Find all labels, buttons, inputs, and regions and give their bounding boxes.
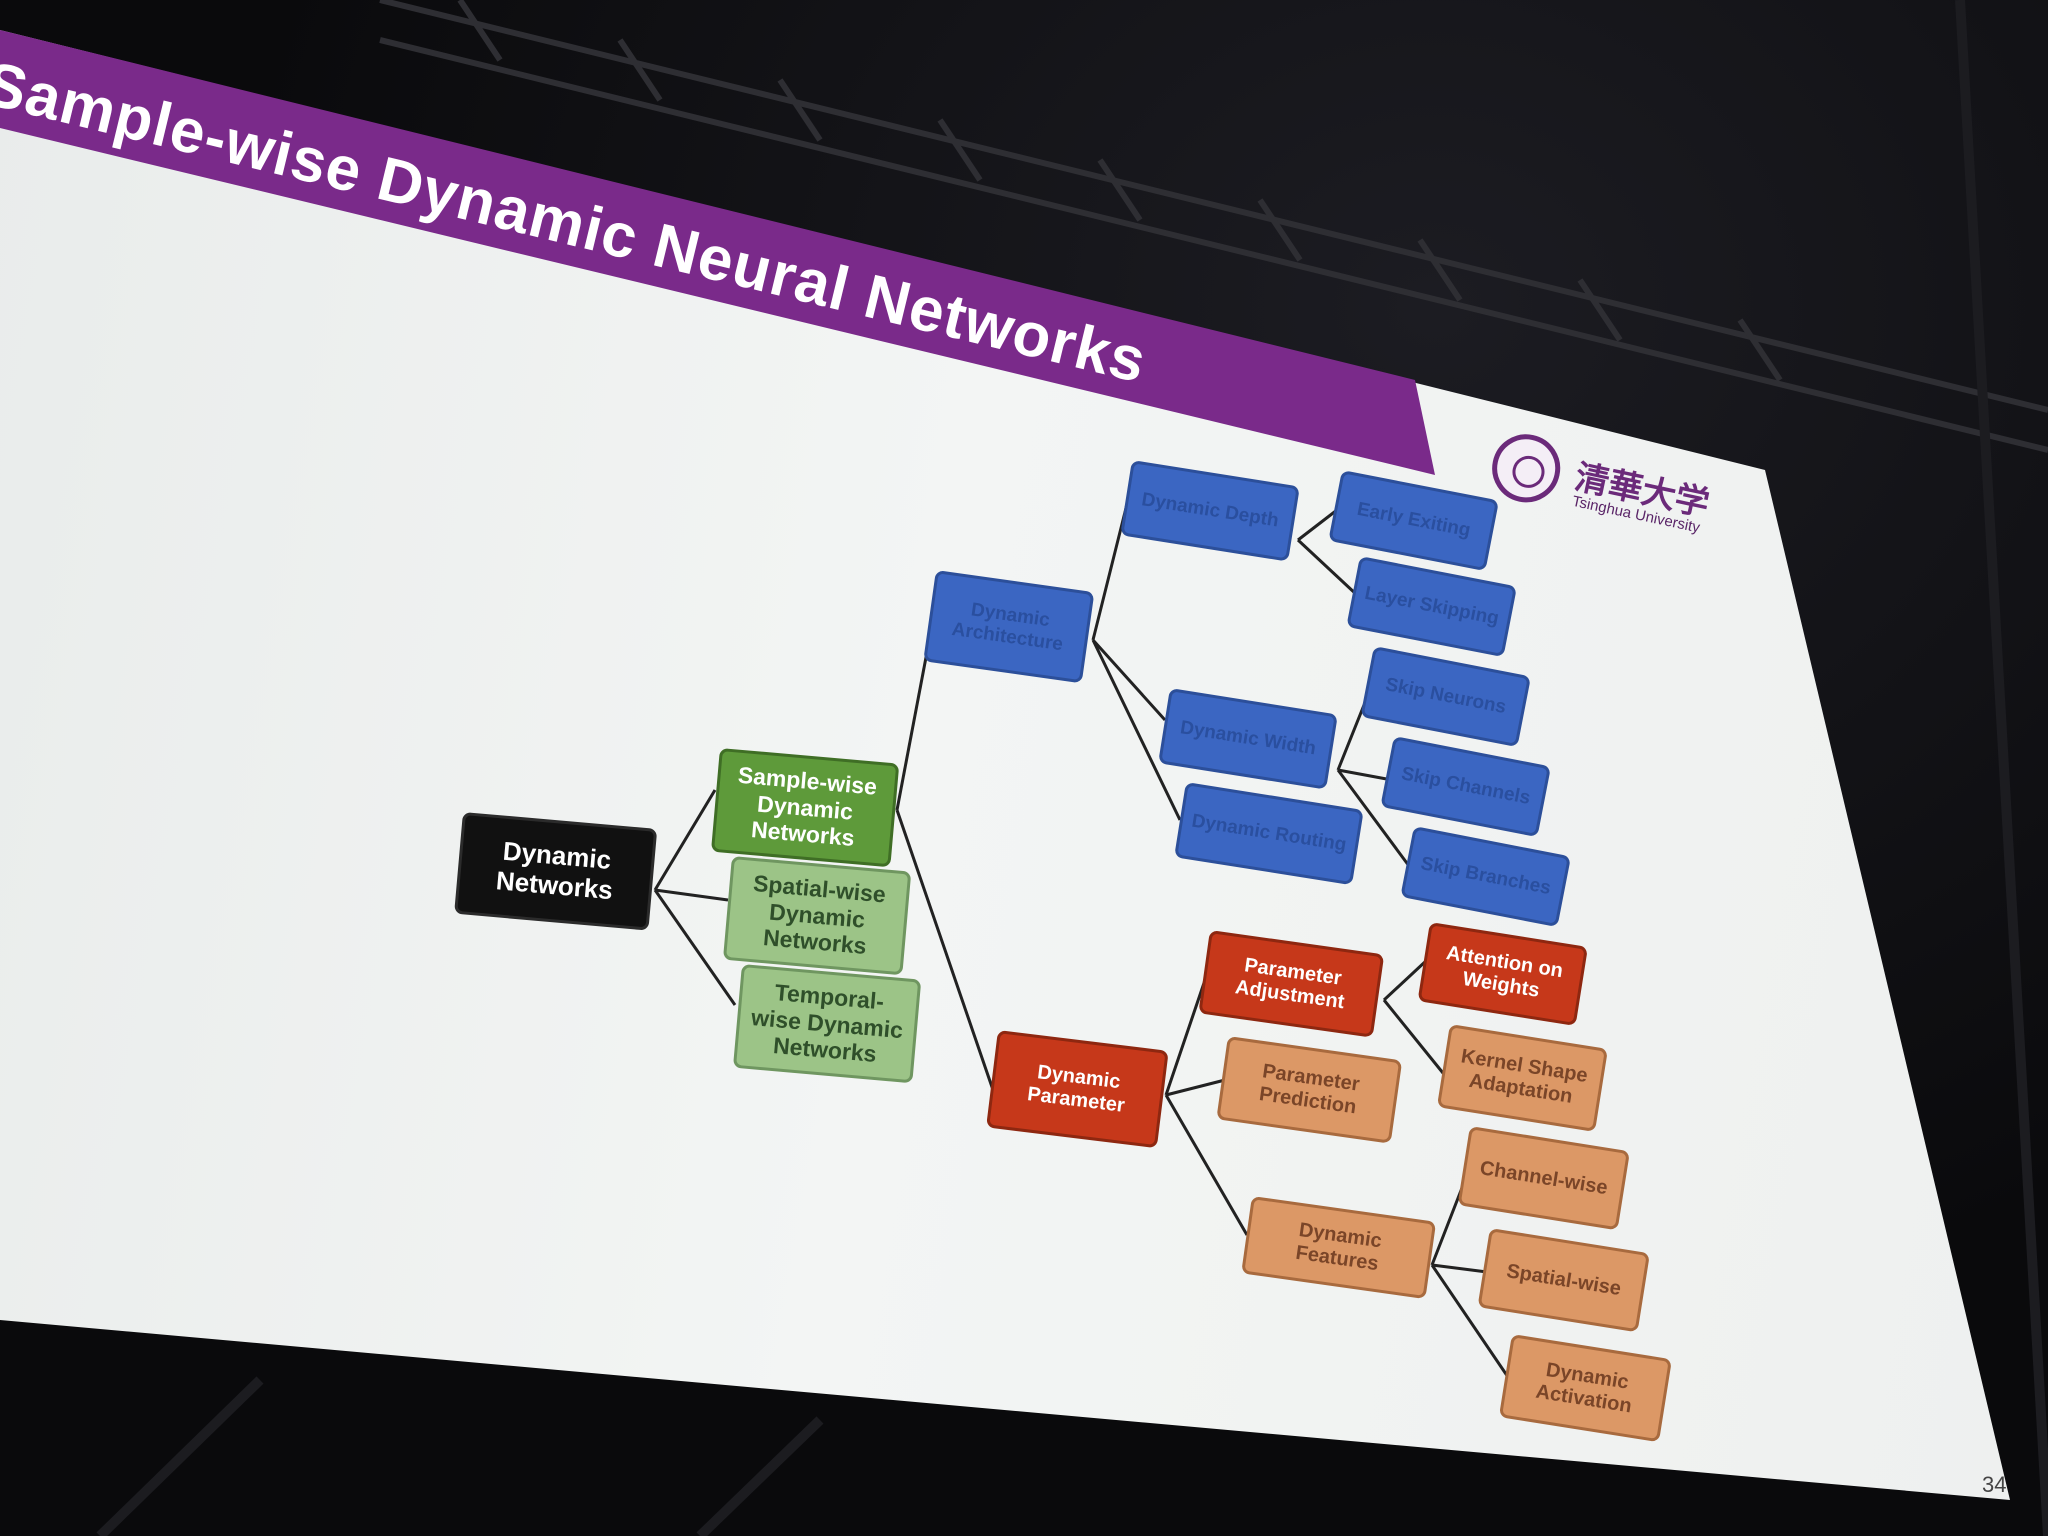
slide-page-number: 34	[1982, 1472, 2007, 1497]
node-label: Sample-wise Dynamic Networks	[736, 762, 878, 852]
node-label: Dynamic Activation	[1534, 1358, 1634, 1418]
node-label: Layer Skipping	[1362, 582, 1501, 630]
node-label: Spatial-wise	[1505, 1259, 1623, 1300]
node-label: Channel-wise	[1478, 1156, 1610, 1199]
node-label: Skip Branches	[1418, 853, 1553, 900]
node-label: Spatial-wise Dynamic Networks	[752, 870, 887, 960]
node-label: Dynamic Architecture	[950, 599, 1065, 656]
node-temporal-wise-dynamic-networks: Temporal-wise Dynamic Networks	[732, 964, 922, 1084]
node-label: Parameter Adjustment	[1233, 954, 1346, 1014]
node-label: Dynamic Networks	[494, 835, 615, 906]
node-label: Temporal-wise Dynamic Networks	[750, 979, 905, 1068]
node-label: Parameter Prediction	[1257, 1060, 1361, 1119]
node-label: Skip Channels	[1399, 763, 1532, 809]
node-sample-wise-dynamic-networks: Sample-wise Dynamic Networks	[710, 748, 900, 868]
node-label: Dynamic Parameter	[1026, 1061, 1126, 1117]
node-label: Dynamic Features	[1294, 1218, 1384, 1276]
node-label: Early Exiting	[1355, 498, 1473, 542]
node-spatial-wise-dynamic-networks: Spatial-wise Dynamic Networks	[722, 856, 912, 976]
node-label: Dynamic Depth	[1140, 489, 1281, 532]
node-label: Dynamic Width	[1178, 717, 1318, 760]
node-label: Dynamic Routing	[1190, 810, 1348, 856]
node-label: Kernel Shape Adaptation	[1459, 1045, 1590, 1108]
node-label: Attention on Weights	[1444, 942, 1565, 1002]
node-dynamic-networks: Dynamic Networks	[454, 812, 658, 931]
node-label: Skip Neurons	[1383, 674, 1508, 719]
node-dynamic-parameter: Dynamic Parameter	[986, 1030, 1169, 1149]
